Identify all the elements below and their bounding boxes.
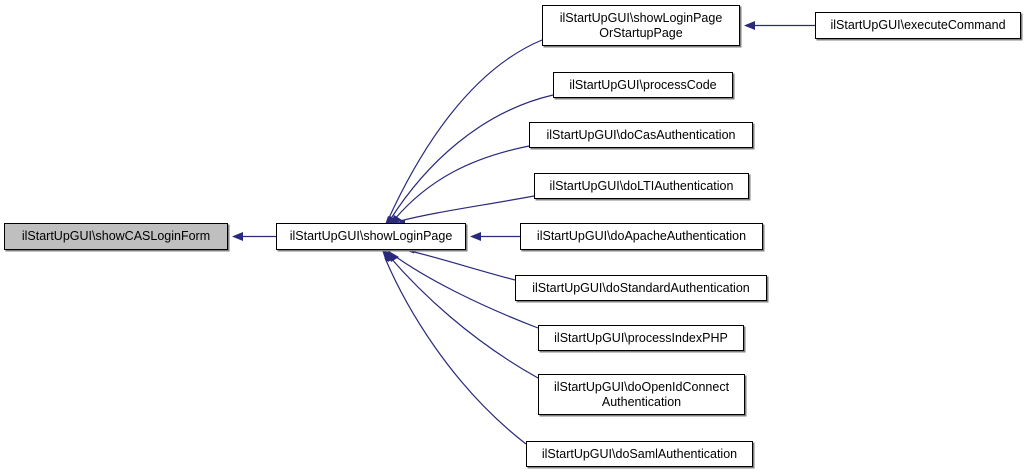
edge-process-code-to-show-login-page xyxy=(386,94,554,228)
graph-node-execute-command[interactable]: ilStartUpGUI\executeCommand xyxy=(815,12,1021,39)
edge-do-saml-authentication-to-show-login-page xyxy=(382,250,527,445)
graph-node-label: ilStartUpGUI\doSamlAuthentication xyxy=(541,446,738,461)
graph-node-process-code[interactable]: ilStartUpGUI\processCode xyxy=(553,72,733,98)
edge-show-login-page-or-startup-page-to-show-login-page xyxy=(384,39,543,228)
graph-node-show-login-page-or-startup-page[interactable]: ilStartUpGUI\showLoginPage OrStartupPage xyxy=(542,5,740,46)
graph-node-do-ltiauthentication[interactable]: ilStartUpGUI\doLTIAuthentication xyxy=(534,173,749,199)
graph-node-do-apache-authentication[interactable]: ilStartUpGUI\doApacheAuthentication xyxy=(520,223,763,250)
graph-node-label: ilStartUpGUI\doCasAuthentication xyxy=(546,127,736,142)
graph-node-label: ilStartUpGUI\doStandardAuthentication xyxy=(532,280,750,295)
graph-node-label: ilStartUpGUI\executeCommand xyxy=(830,18,1006,32)
edge-do-apache-authentication-to-show-login-page xyxy=(470,232,520,241)
graph-node-do-cas-authentication[interactable]: ilStartUpGUI\doCasAuthentication xyxy=(529,122,753,148)
graph-node-label: ilStartUpGUI\doApacheAuthentication xyxy=(536,229,747,243)
edge-do-open-id-connect-authentication-to-show-login-page xyxy=(384,250,539,379)
arrowhead xyxy=(232,232,243,241)
graph-node-label: ilStartUpGUI\doLTIAuthentication xyxy=(549,178,734,193)
graph-node-label: ilStartUpGUI\doOpenIdConnect Authenticat… xyxy=(553,379,730,409)
graph-node-label: ilStartUpGUI\showLoginPage xyxy=(289,229,453,243)
graph-node-process-index-php[interactable]: ilStartUpGUI\processIndexPHP xyxy=(538,325,744,351)
edge-execute-command-to-show-login-page-or-startup-page xyxy=(744,21,815,30)
arrowhead xyxy=(744,21,755,30)
graph-node-do-standard-authentication[interactable]: ilStartUpGUI\doStandardAuthentication xyxy=(515,275,767,301)
graph-node-do-saml-authentication[interactable]: ilStartUpGUI\doSamlAuthentication xyxy=(526,441,753,467)
graph-node-show-login-page[interactable]: ilStartUpGUI\showLoginPage xyxy=(276,223,466,250)
graph-node-label: ilStartUpGUI\processCode xyxy=(569,77,717,92)
graph-node-label: ilStartUpGUI\showLoginPage OrStartupPage xyxy=(559,10,723,40)
graph-node-do-open-id-connect-authentication[interactable]: ilStartUpGUI\doOpenIdConnect Authenticat… xyxy=(538,374,745,415)
edge-do-cas-authentication-to-show-login-page xyxy=(390,145,530,227)
graph-node-show-caslogin-form[interactable]: ilStartUpGUI\showCASLoginForm xyxy=(4,223,228,250)
edge-show-login-page-to-show-caslogin-form xyxy=(232,232,276,241)
arrowhead xyxy=(382,250,394,262)
graph-node-label: ilStartUpGUI\processIndexPHP xyxy=(554,330,728,345)
arrowhead xyxy=(470,232,481,241)
graph-node-label: ilStartUpGUI\showCASLoginForm xyxy=(21,229,211,243)
